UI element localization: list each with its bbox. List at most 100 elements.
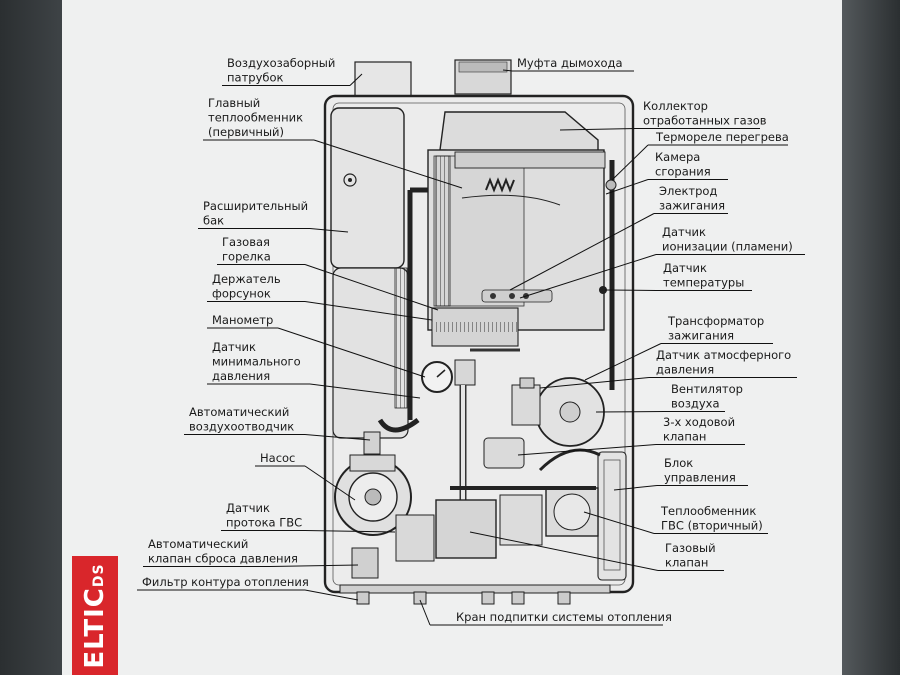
callout-leader (304, 589, 359, 601)
callout-leader (509, 213, 655, 291)
label-line: Вентилятор (671, 382, 743, 396)
callout-leader (309, 228, 349, 233)
label-line: протока ГВС (226, 516, 302, 530)
label-line: теплообменник (208, 111, 303, 125)
pressure-relief-valve (351, 547, 379, 579)
brand-logo: ELTICDS (72, 556, 118, 675)
label-line: Трансформатор (667, 314, 764, 328)
gas-valve-body (435, 499, 497, 559)
label-line: ГВС (вторичный) (661, 519, 763, 533)
label-line: патрубок (227, 71, 283, 85)
callout-leader (304, 264, 439, 311)
bottom-bracket (339, 584, 611, 594)
air-intake-pipe (354, 61, 412, 97)
label-line: температуры (663, 276, 744, 290)
label-line: Держатель (212, 272, 281, 286)
monitor-bezel-left (0, 0, 62, 675)
monitor-bezel-right (842, 0, 900, 675)
callout-leader (269, 564, 359, 567)
fitting-3 (481, 591, 495, 605)
label-line: горелка (222, 250, 271, 264)
label-line: зажигания (668, 329, 734, 343)
label-heating-filter: Фильтр контура отопления (142, 575, 309, 589)
label-line: Электрод (659, 184, 717, 198)
main-heat-exchanger (435, 155, 451, 307)
label-line: Датчик (212, 340, 256, 354)
label-line: Манометр (212, 313, 273, 327)
label-line: минимального (212, 355, 301, 369)
label-line: Датчик (662, 225, 706, 239)
label-manometer: Манометр (212, 313, 273, 327)
label-line: Автоматический (189, 405, 289, 419)
fitting-1 (356, 591, 370, 605)
callout-leader (539, 377, 650, 389)
label-line: давления (212, 369, 270, 383)
label-line: клапан (663, 430, 706, 444)
label-line: ионизации (пламени) (662, 240, 793, 254)
callout-leader (604, 289, 657, 291)
label-line: зажигания (659, 199, 725, 213)
callout-leader (613, 485, 658, 491)
callout-leader (313, 139, 463, 189)
label-line: Насос (260, 451, 295, 465)
label-line: Камера (655, 150, 700, 164)
callout-leader (304, 301, 433, 321)
callout-leader (309, 383, 421, 399)
callout-leader (304, 465, 356, 501)
label-line: Коллектор (643, 99, 708, 113)
callout-leader (517, 444, 657, 456)
callout-leader (611, 144, 649, 181)
label-line: Кран подпитки системы отопления (456, 610, 672, 624)
label-line: Главный (208, 96, 260, 110)
callout-leader (605, 179, 649, 195)
callout-leader (519, 254, 657, 299)
label-line: Блок (664, 456, 693, 470)
label-line: Воздухозаборный (227, 56, 335, 70)
logo-suffix: DS (91, 563, 107, 588)
label-line: бак (203, 214, 224, 228)
callout-leader (595, 411, 665, 413)
label-line: давления (656, 363, 714, 377)
callout-leader (584, 343, 662, 381)
callout-leader (583, 511, 655, 534)
three-way-valve (483, 437, 525, 469)
label-line: (первичный) (208, 125, 284, 139)
label-line: воздуха (671, 397, 720, 411)
label-line: сгорания (655, 165, 711, 179)
callout-leader (304, 434, 371, 441)
label-line: Газовая (222, 235, 270, 249)
callout-leader (502, 69, 513, 72)
label-line: Фильтр контура отопления (142, 575, 309, 589)
label-line: клапан (665, 556, 708, 570)
expansion-tank (330, 107, 405, 269)
callout-leader (469, 531, 659, 571)
label-line: воздухоотводчик (189, 420, 294, 434)
label-makeup-tap: Кран подпитки системы отопления (456, 610, 672, 624)
fitting-2 (413, 591, 427, 605)
label-flue-coupling: Муфта дымохода (517, 56, 623, 70)
label-line: Расширительный (203, 199, 308, 213)
label-overheat-thermostat: Термореле перегрева (655, 130, 789, 144)
label-pump: Насос (260, 451, 295, 465)
label-line: Датчик атмосферного (656, 348, 791, 362)
fitting-4 (511, 591, 525, 605)
